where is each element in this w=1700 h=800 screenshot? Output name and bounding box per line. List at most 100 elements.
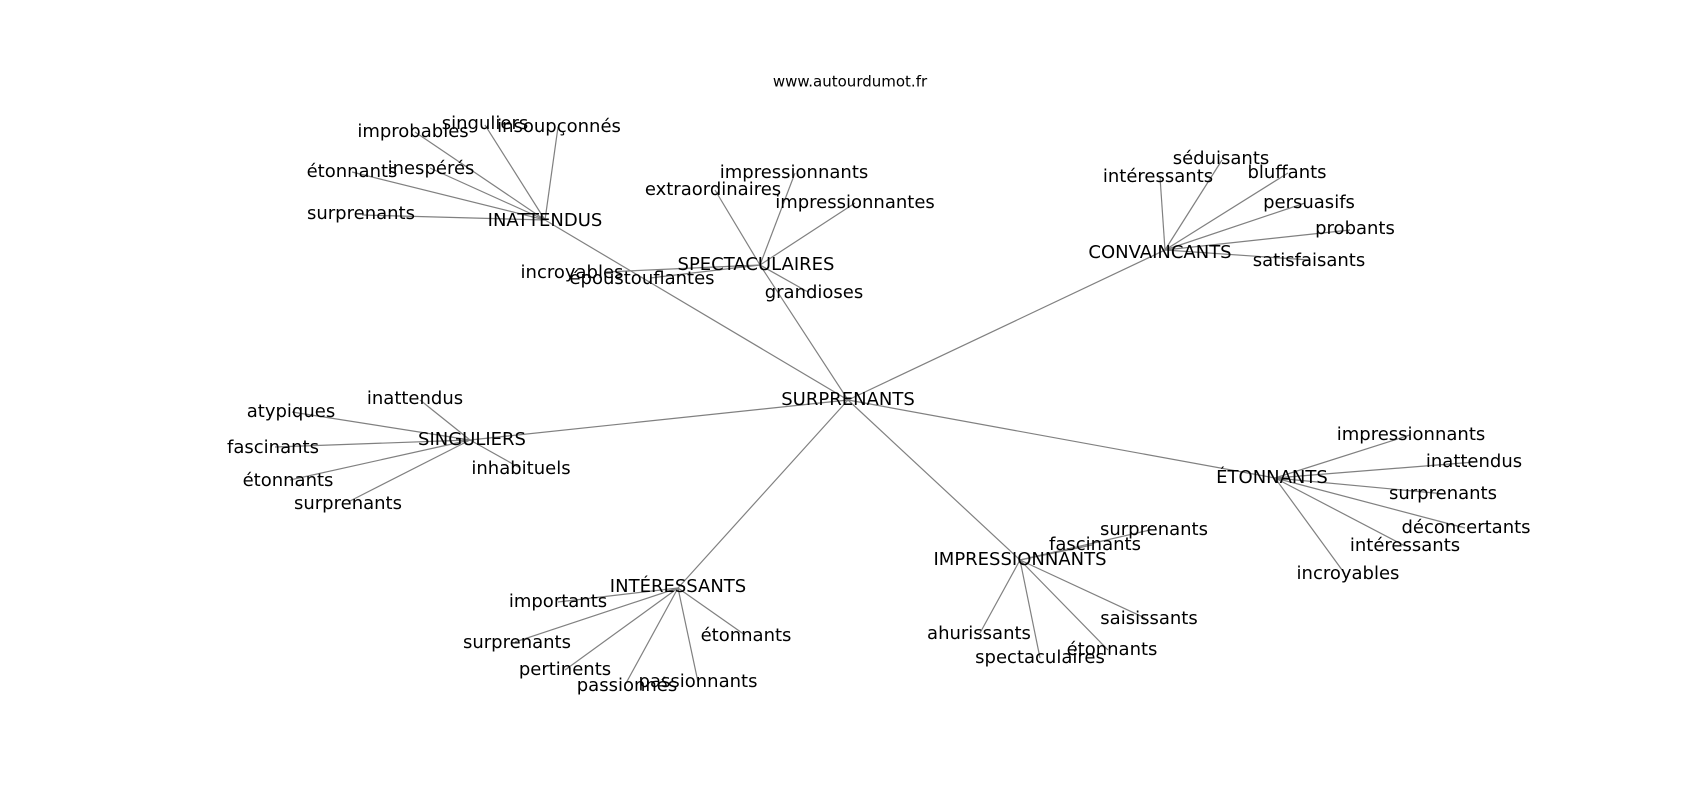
word-node-label: passionnants [639, 671, 758, 692]
edge [514, 587, 679, 643]
cluster-node-label: ÉTONNANTS [1216, 466, 1328, 488]
edge [289, 439, 471, 481]
cluster-singuliers-edges [274, 399, 521, 503]
edge [274, 439, 471, 448]
edge [564, 587, 679, 671]
edge [557, 587, 679, 603]
word-node-label: fascinants [1049, 534, 1141, 555]
center-node-label: SURPRENANTS [781, 389, 915, 410]
edge [847, 249, 1166, 401]
edge [1019, 559, 1146, 619]
word-node-label: ahurissants [927, 623, 1031, 644]
edge [1159, 176, 1166, 251]
word-node-label: persuasifs [1263, 192, 1355, 213]
edge [759, 202, 856, 266]
edge [544, 126, 559, 221]
word-node-label: intéressants [1103, 166, 1213, 187]
word-node-label: saisissants [1100, 608, 1197, 629]
edge [414, 131, 546, 221]
word-node-label: improbables [357, 121, 468, 142]
word-node-label: surprenants [294, 493, 402, 514]
word-node-label: impressionnants [1337, 424, 1486, 445]
cluster-convaincants-edges [1159, 159, 1351, 261]
edge [1274, 477, 1346, 575]
edge [1274, 461, 1476, 479]
edge [1274, 477, 1406, 547]
word-node-label: satisfaisants [1253, 250, 1365, 271]
edge [1274, 434, 1411, 479]
word-node-label: époustouflantes [569, 268, 714, 289]
edge [649, 264, 761, 279]
word-node-label: incroyables [1297, 563, 1400, 584]
edge [847, 399, 1276, 479]
edge [1164, 172, 1289, 251]
word-node-label: étonnants [307, 161, 398, 182]
edge [1164, 202, 1306, 251]
word-node-label: importants [509, 591, 607, 612]
word-node-label: pertinents [519, 659, 611, 680]
edge [1164, 159, 1223, 251]
word-node-label: étonnants [701, 625, 792, 646]
word-node-label: séduisants [1173, 148, 1270, 169]
edge [1274, 477, 1446, 495]
edge [759, 172, 796, 266]
edge [1019, 559, 1109, 651]
word-node-label: inhabituels [471, 458, 570, 479]
word-node-label: impressionnants [720, 162, 869, 183]
edge [544, 219, 849, 401]
edge [1019, 544, 1093, 561]
edge [1019, 559, 1041, 659]
word-node-label: inattendus [1426, 451, 1522, 472]
cluster-node-label: SINGULIERS [418, 429, 526, 450]
edge [847, 399, 1021, 561]
word-node-label: incroyables [521, 262, 624, 283]
word-node-label: singuliers [442, 113, 528, 134]
word-node-label: surprenants [463, 632, 571, 653]
word-node-label: grandioses [765, 282, 864, 303]
edge [1164, 249, 1311, 261]
word-node-label: intéressants [1350, 535, 1460, 556]
edge [979, 559, 1021, 634]
edge [1274, 477, 1466, 529]
word-node-label: spectaculaires [975, 647, 1105, 668]
edge [759, 264, 849, 401]
cluster-impressionnants-edges [979, 529, 1151, 659]
word-node-label: étonnants [1067, 639, 1158, 660]
word-node-label: déconcertants [1401, 517, 1530, 538]
word-node-label: surprenants [1389, 483, 1497, 504]
edge [759, 264, 809, 293]
edge [1164, 229, 1351, 251]
cluster-node-label: SPECTACULAIRES [678, 254, 835, 275]
word-node-label: fascinants [227, 437, 319, 458]
word-node-label: impressionnantes [775, 192, 935, 213]
cluster-node-label: IMPRESSIONNANTS [933, 549, 1106, 570]
word-node-label: bluffants [1247, 162, 1326, 183]
word-node-label: surprenants [1100, 519, 1208, 540]
cluster-spectaculaires-edges [604, 172, 856, 293]
word-node-label: surprenants [307, 203, 415, 224]
word-node-label: inattendus [367, 388, 463, 409]
cluster-node-label: CONVAINCANTS [1088, 242, 1231, 263]
center-edges [469, 219, 1276, 589]
edge [419, 399, 471, 441]
edge [347, 439, 471, 503]
word-node-label: extraordinaires [645, 179, 781, 200]
word-node-label: étonnants [243, 470, 334, 491]
cluster-inattendus-edges [351, 124, 559, 221]
edge [469, 439, 521, 469]
edge [714, 189, 761, 266]
word-node-label: inespérés [388, 158, 475, 179]
cluster-node-label: INATTENDUS [488, 210, 603, 231]
cluster-interessants-edges [514, 587, 746, 686]
word-node-label: probants [1315, 218, 1395, 239]
cluster-etonnants-edges [1274, 434, 1476, 575]
edge [484, 124, 546, 221]
site-url: www.autourdumot.fr [773, 73, 928, 91]
edge [291, 411, 471, 441]
edge [351, 171, 546, 221]
edge [361, 214, 546, 221]
edge [624, 587, 679, 686]
edge [429, 167, 546, 221]
edge [469, 399, 849, 441]
cluster-node-label: INTÉRESSANTS [610, 575, 746, 597]
